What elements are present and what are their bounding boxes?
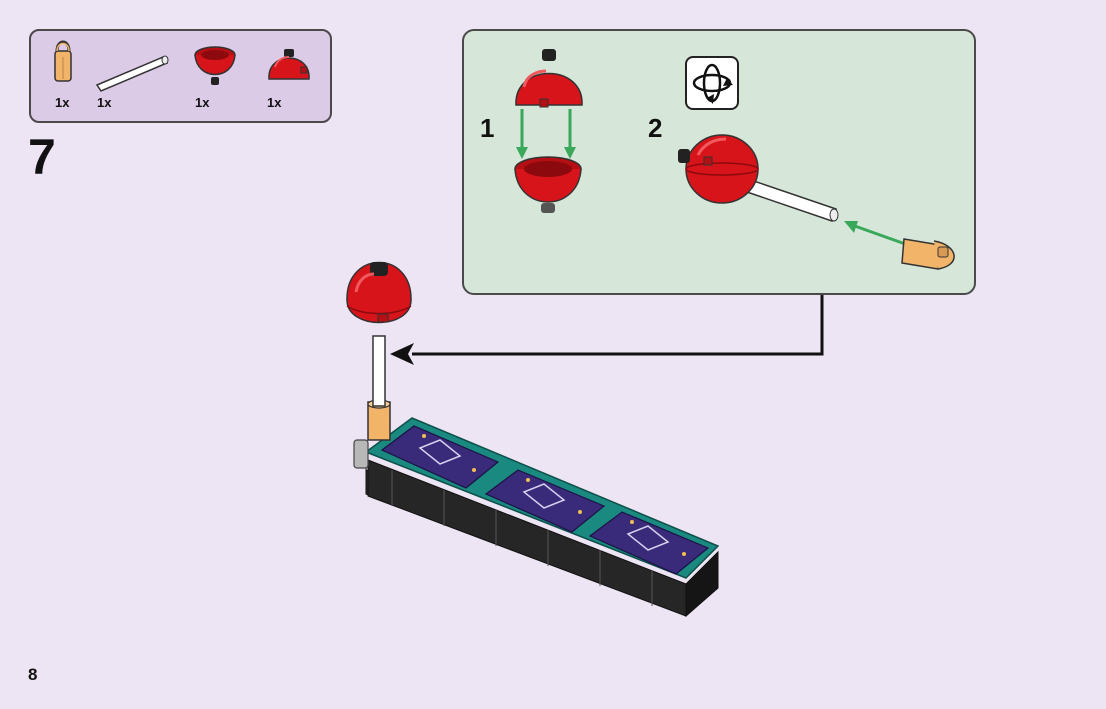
red-ball-icon [346, 261, 412, 324]
rotate-model-indicator [685, 56, 739, 110]
white-bar-icon [372, 335, 386, 407]
base-block [353, 417, 720, 618]
part-red-round [263, 37, 333, 117]
part-red-dome [189, 37, 259, 117]
substep-1-illustration [514, 49, 583, 213]
part-tan-clip [45, 37, 115, 117]
arrow-left-icon [844, 221, 909, 247]
page-number: 8 [28, 665, 38, 684]
part-qty: 1x [55, 95, 70, 110]
tan-clip-icon [54, 40, 72, 82]
part-qty: 1x [195, 95, 210, 110]
step-number: 7 [28, 129, 56, 185]
rotate-icon [692, 63, 733, 104]
tan-clip-icon [901, 238, 955, 270]
part-white-bar [93, 37, 169, 117]
parts-list: 1x 1x 1x 1x [29, 29, 332, 123]
substep-number: 2 [648, 113, 663, 143]
red-dome-icon [194, 46, 236, 85]
arrow-left-icon [390, 343, 414, 365]
decorated-tile [380, 425, 500, 489]
red-dome-icon [514, 156, 582, 213]
decorated-tile [588, 511, 710, 575]
sub-assembly-callout: 1 2 [462, 29, 976, 295]
red-round-icon [268, 49, 310, 80]
part-qty: 1x [97, 95, 112, 110]
decorated-tile [484, 469, 606, 533]
arrow-down-icon [516, 109, 576, 159]
white-bar-icon [95, 55, 169, 92]
substep-2-illustration [678, 134, 955, 270]
red-ball-icon [678, 134, 759, 204]
part-qty: 1x [267, 95, 282, 110]
substep-number: 1 [480, 113, 495, 143]
red-round-icon [515, 49, 583, 108]
